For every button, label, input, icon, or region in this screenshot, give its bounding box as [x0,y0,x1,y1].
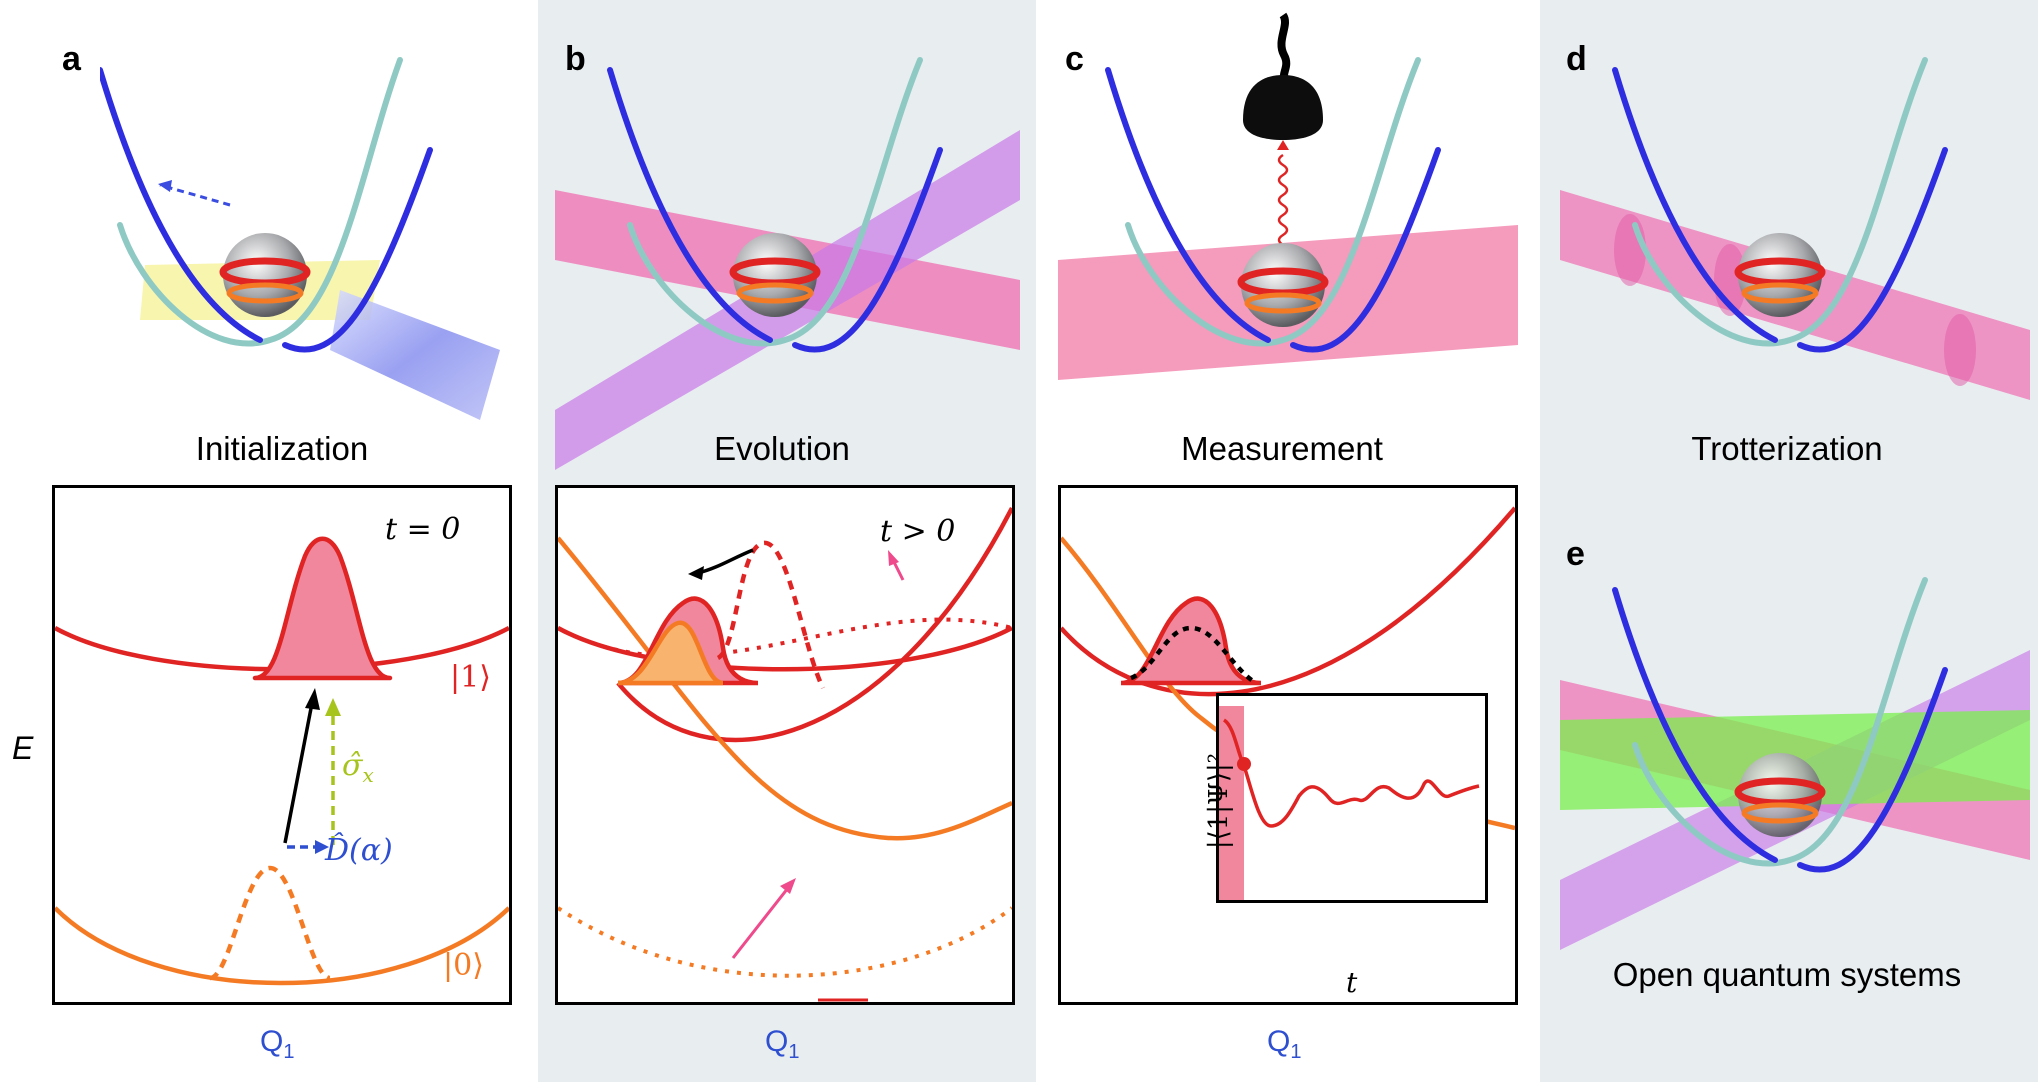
blue-parabola-front [1797,147,1948,353]
energy-axis-label: E [12,730,34,766]
inset-plot: |⟨1|Ψ⟩|² [1204,693,1488,903]
displacement-arrow [159,183,231,207]
qubit-ring-lower [1244,292,1322,314]
past-wavepacket-dashed [716,540,826,690]
time-label: t > 0 [880,514,956,549]
inset-x-label: t [1346,966,1358,999]
population-trace [1222,718,1480,828]
scene-measurement [1058,0,1528,420]
panel-letter-b: b [565,40,586,78]
measured-wavepacket [1120,596,1262,686]
panel-letter-e: e [1566,535,1585,573]
blue-beam [330,290,500,420]
projected-wavepacket-dashed [1130,625,1258,685]
blue-parabola-back [1612,587,1778,863]
scene-trotterization [1560,50,2030,430]
blue-parabola-back [100,67,263,343]
qubit-ring-lower [226,282,304,304]
blue-parabola-front [1797,667,1948,873]
pink-arrow-lower [731,887,790,959]
evolving-wavepacket-orange [617,620,724,686]
blue-parabola-back [1612,67,1778,343]
scene-initialization [100,50,520,430]
orange-potential-upper [558,536,1012,841]
ket-0-label: |0⟩ [443,948,484,983]
qubit-ball [733,233,817,317]
blue-parabola-front [792,147,943,353]
caption-initialization: Initialization [195,430,369,467]
teal-parabola [117,57,403,347]
orange-potential-dotted-lower [558,906,1012,978]
detector-cable [1277,12,1291,81]
qubit-ring-lower [736,282,814,304]
population-marker [1237,757,1251,771]
caption-open-quantum-systems: Open quantum systems [1612,956,1962,993]
displacement-label: D̂(α) [325,833,393,868]
caption-measurement: Measurement [1181,430,1383,467]
red-potential [1061,506,1515,697]
blue-parabola-back [607,67,773,343]
blue-parabola-front [282,147,433,353]
qubit-ball [223,233,307,317]
qubit-ring-lower [1741,282,1819,304]
teal-parabola [1632,57,1928,347]
initial-red-potential [558,626,1012,672]
qubit-ball [1241,243,1325,327]
shifted-red-potential-dotted [558,617,1012,659]
plot-evolution: t > 0 [555,485,1015,1005]
teal-parabola [627,57,923,347]
blue-parabola-back [1105,67,1271,343]
scene-open-quantum-systems [1560,550,2030,950]
caption-trotterization: Trotterization [1691,430,1883,467]
panel-letter-a: a [62,40,81,78]
qubit-ball [1738,753,1822,837]
time-label: t = 0 [385,512,461,547]
photodetector [1243,75,1323,140]
excitation-arrow [283,697,315,844]
x-axis-label-c: Q1 [1267,1025,1302,1063]
state-0-wavepacket-dashed [209,865,331,981]
state-1-wavepacket [252,536,393,681]
measurement-window [1219,706,1244,900]
sigma-x-label: σ̂x [342,748,374,787]
scene-evolution [555,50,1020,470]
teal-parabola [1125,57,1421,347]
photon-wave [1277,153,1289,257]
x-axis-label-b: Q1 [765,1025,800,1063]
qubit-ring-lower [1741,802,1819,824]
state-0-potential [55,906,509,986]
panel-letter-c: c [1065,40,1084,78]
inset-y-label: |⟨1|Ψ⟩|² [1204,752,1234,850]
teal-parabola [1632,577,1928,867]
motion-arrow [697,548,754,575]
plot-measurement: |⟨1|Ψ⟩|² t [1058,485,1518,1005]
qubit-ball [1738,233,1822,317]
blue-parabola-front [1290,147,1441,353]
plot-initialization: t = 0 |1⟩ |0⟩ σ̂x D̂(α) [52,485,512,1005]
caption-evolution: Evolution [714,430,850,467]
x-axis-label-a: Q1 [260,1025,295,1063]
red-potential-moving [616,506,1012,742]
panel-letter-d: d [1566,40,1587,78]
ket-1-label: |1⟩ [450,660,491,695]
